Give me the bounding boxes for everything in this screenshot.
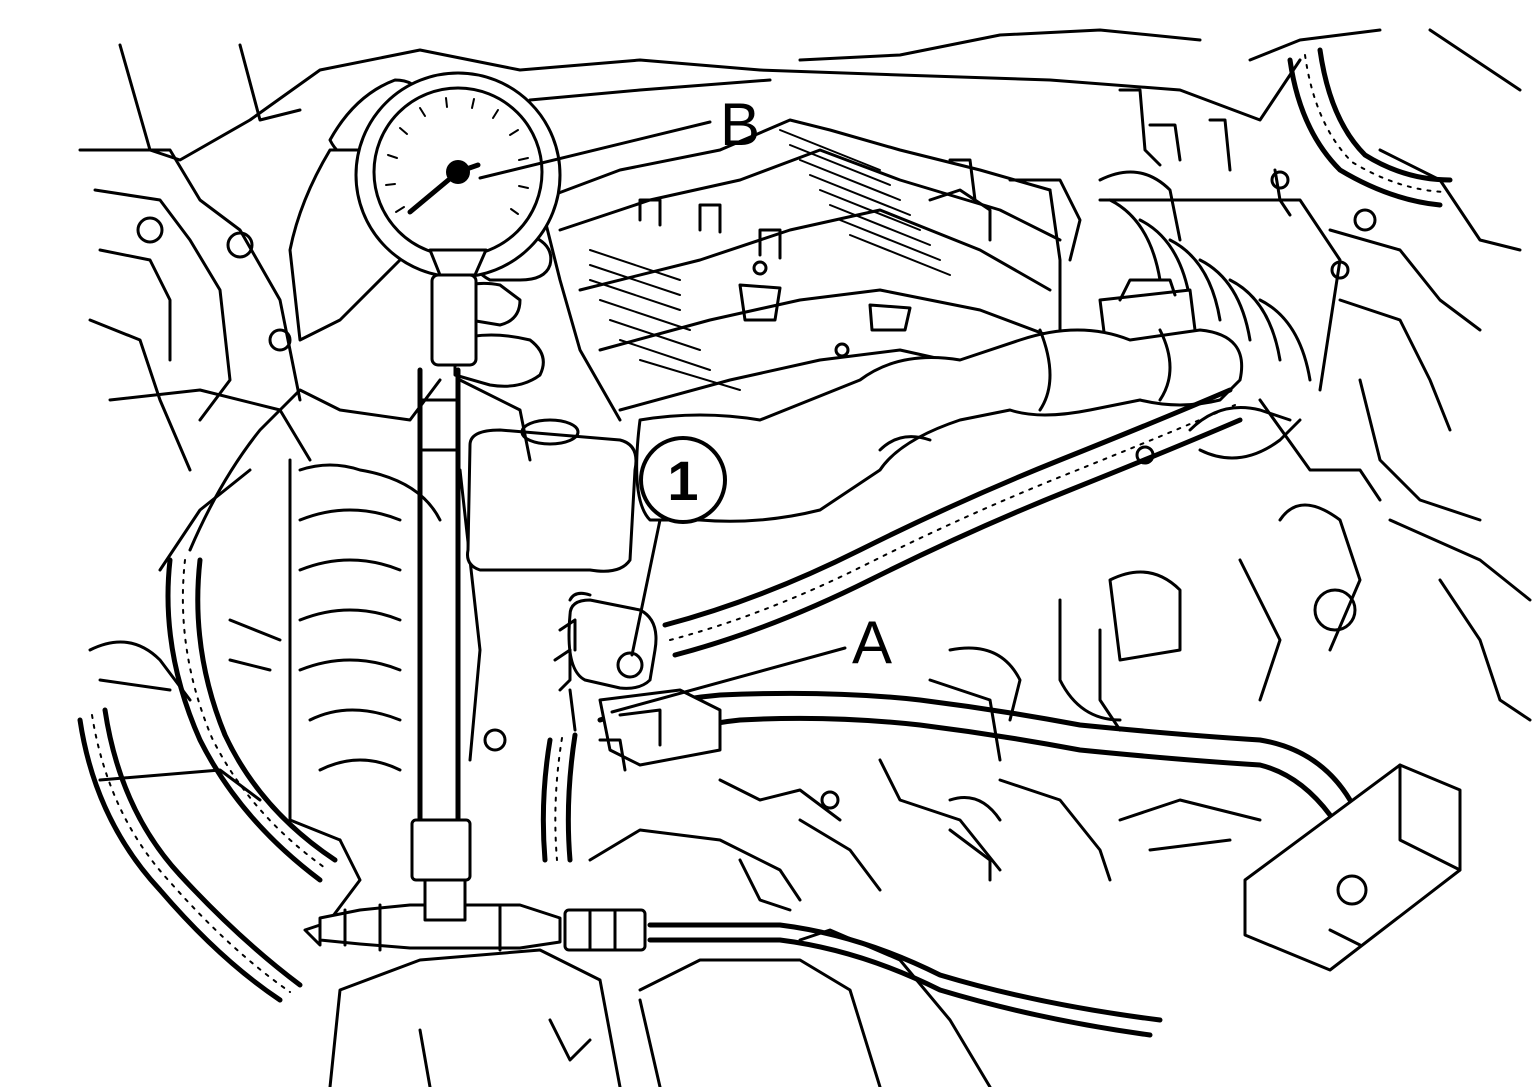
callout-item-1: 1 — [639, 436, 727, 524]
leader-line-b — [478, 120, 712, 180]
callout-number-1: 1 — [667, 449, 698, 512]
wiring-harnesses — [77, 47, 1453, 1003]
engine-bay-outline — [78, 28, 1532, 1087]
fuel-connector-1 — [553, 591, 722, 772]
leader-lines — [478, 120, 847, 714]
leader-line-1 — [630, 518, 662, 657]
fuel-hose — [597, 690, 1353, 1038]
gauge-ticks — [385, 97, 529, 215]
coolant-hose — [466, 328, 1244, 573]
leader-line-a — [610, 646, 847, 714]
fuel-pressure-gauge — [158, 71, 647, 952]
callout-circle — [639, 436, 727, 524]
callout-label-b: B — [720, 91, 760, 158]
callout-label-a: A — [852, 609, 892, 676]
